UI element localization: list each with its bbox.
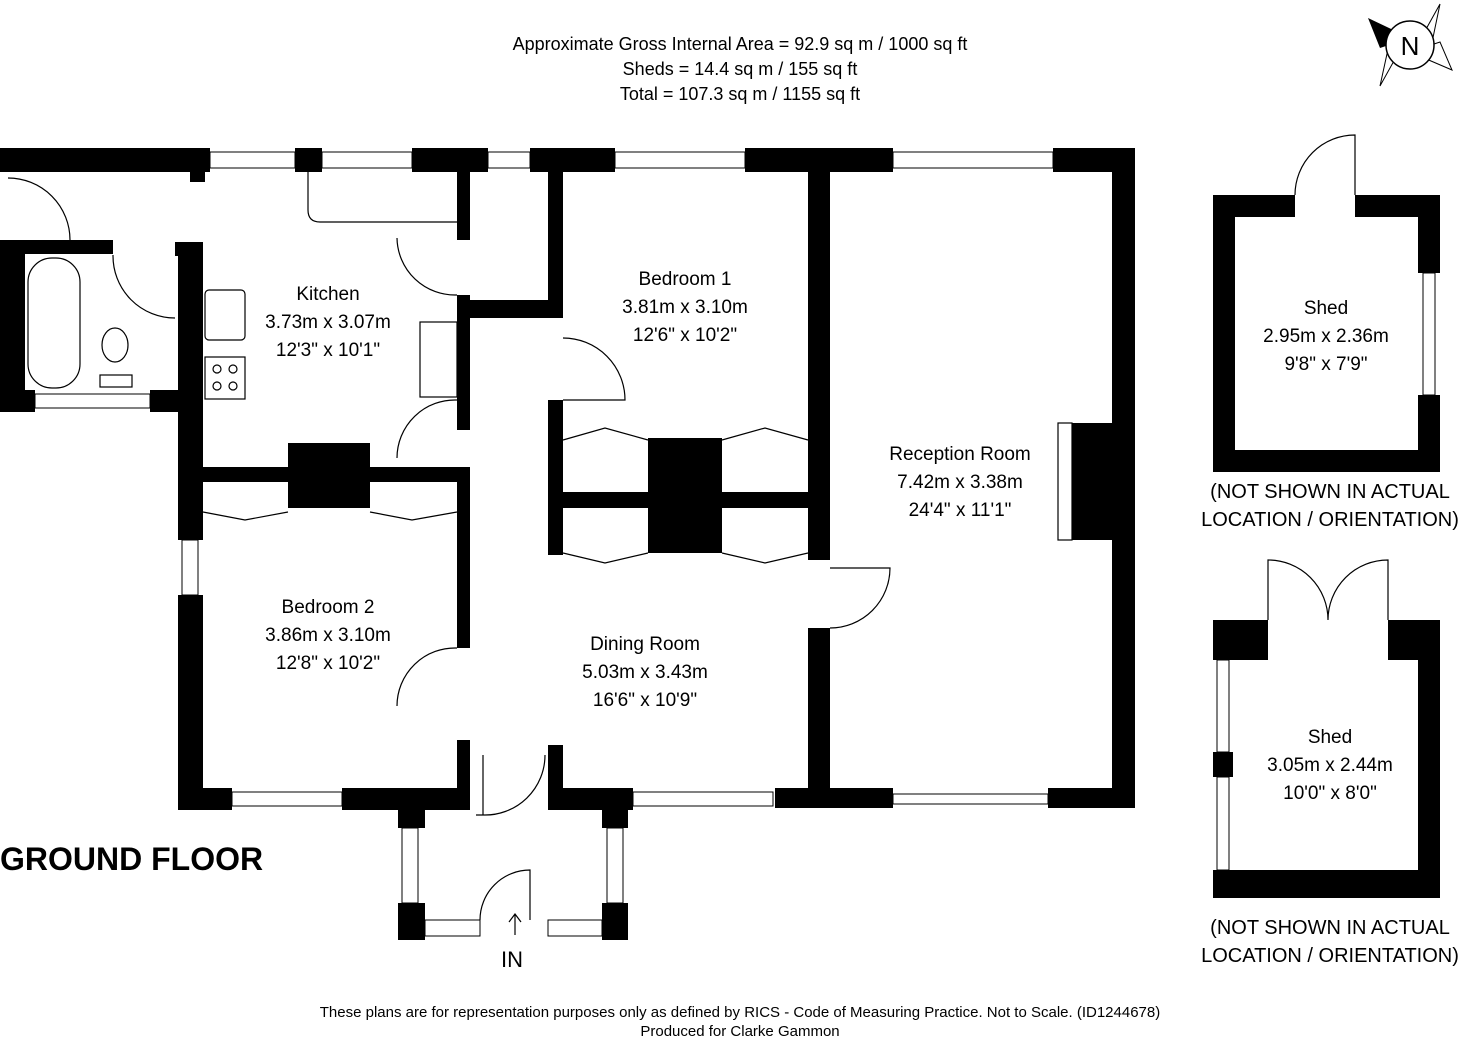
- room-bedroom-1: Bedroom 1 3.81m x 3.10m 12'6" x 10'2": [622, 269, 748, 346]
- north-compass-icon: N: [1368, 3, 1453, 87]
- gross-area-text: Approximate Gross Internal Area = 92.9 s…: [513, 34, 968, 54]
- svg-text:12'6" x 10'2": 12'6" x 10'2": [633, 325, 737, 346]
- room-shed-2: Shed 3.05m x 2.44m 10'0" x 8'0": [1267, 727, 1393, 804]
- svg-text:5.03m x 3.43m: 5.03m x 3.43m: [582, 662, 708, 683]
- svg-text:3.73m x 3.07m: 3.73m x 3.07m: [265, 312, 391, 333]
- shed-2: [1213, 620, 1440, 898]
- fixtures: [7, 134, 1389, 935]
- svg-text:12'3" x 10'1": 12'3" x 10'1": [276, 340, 380, 361]
- svg-text:10'0" x 8'0": 10'0" x 8'0": [1283, 783, 1377, 804]
- total-area-text: Total = 107.3 sq m / 1155 sq ft: [620, 84, 860, 104]
- area-summary: Approximate Gross Internal Area = 92.9 s…: [513, 34, 968, 104]
- svg-text:3.81m x 3.10m: 3.81m x 3.10m: [622, 297, 748, 318]
- sheds-area-text: Sheds = 14.4 sq m / 155 sq ft: [623, 59, 858, 79]
- svg-text:Shed: Shed: [1308, 727, 1352, 748]
- room-bedroom-2: Bedroom 2 3.86m x 3.10m 12'8" x 10'2": [265, 597, 391, 674]
- svg-text:LOCATION / ORIENTATION): LOCATION / ORIENTATION): [1201, 509, 1459, 531]
- svg-text:3.86m x 3.10m: 3.86m x 3.10m: [265, 625, 391, 646]
- room-kitchen: Kitchen 3.73m x 3.07m 12'3" x 10'1": [265, 284, 391, 361]
- disclaimer-text: These plans are for representation purpo…: [320, 1004, 1160, 1021]
- room-shed-1: Shed 2.95m x 2.36m 9'8" x 7'9": [1263, 298, 1389, 375]
- svg-text:2.95m x 2.36m: 2.95m x 2.36m: [1263, 326, 1389, 347]
- svg-text:(NOT SHOWN IN ACTUAL: (NOT SHOWN IN ACTUAL: [1210, 481, 1450, 503]
- svg-text:16'6" x 10'9": 16'6" x 10'9": [593, 690, 697, 711]
- toilet-icon: [101, 327, 129, 363]
- floor-label: GROUND FLOOR: [0, 841, 263, 877]
- room-reception: Reception Room 7.42m x 3.38m 24'4" x 11'…: [889, 444, 1031, 521]
- room-dining: Dining Room 5.03m x 3.43m 16'6" x 10'9": [582, 634, 708, 711]
- svg-text:Shed: Shed: [1304, 298, 1348, 319]
- entrance-arrow-icon: [508, 913, 522, 935]
- hob-icon: [204, 356, 246, 400]
- shed-1-note: (NOT SHOWN IN ACTUAL LOCATION / ORIENTAT…: [1201, 481, 1459, 531]
- svg-text:Bedroom 2: Bedroom 2: [282, 597, 375, 618]
- sink-icon: [204, 289, 246, 341]
- svg-text:3.05m x 2.44m: 3.05m x 2.44m: [1267, 755, 1393, 776]
- produced-for-text: Produced for Clarke Gammon: [640, 1023, 839, 1040]
- svg-text:Bedroom 1: Bedroom 1: [639, 269, 732, 290]
- svg-text:Kitchen: Kitchen: [296, 284, 359, 305]
- svg-text:Dining Room: Dining Room: [590, 634, 700, 655]
- svg-text:24'4" x 11'1": 24'4" x 11'1": [909, 500, 1012, 521]
- walls: [0, 148, 1135, 940]
- north-label: N: [1401, 31, 1420, 61]
- svg-text:9'8" x 7'9": 9'8" x 7'9": [1284, 354, 1367, 375]
- svg-text:LOCATION / ORIENTATION): LOCATION / ORIENTATION): [1201, 945, 1459, 967]
- footer: These plans are for representation purpo…: [320, 1004, 1160, 1040]
- shed-2-note: (NOT SHOWN IN ACTUAL LOCATION / ORIENTAT…: [1201, 917, 1459, 967]
- shed-1: [1213, 195, 1440, 472]
- svg-text:12'8" x 10'2": 12'8" x 10'2": [276, 653, 380, 674]
- svg-text:Reception Room: Reception Room: [889, 444, 1031, 465]
- entrance-label: IN: [501, 947, 523, 972]
- svg-text:7.42m x 3.38m: 7.42m x 3.38m: [897, 472, 1023, 493]
- svg-text:(NOT SHOWN IN ACTUAL: (NOT SHOWN IN ACTUAL: [1210, 917, 1450, 939]
- bathtub-icon: [27, 257, 81, 389]
